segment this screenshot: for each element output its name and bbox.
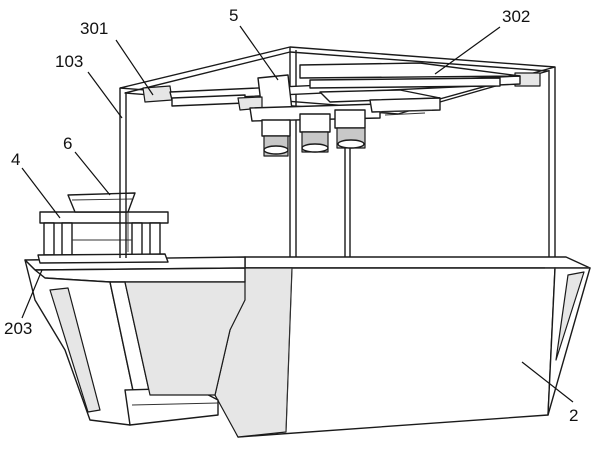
base-cabinet — [214, 256, 591, 438]
label-5: 5 — [229, 6, 238, 25]
cabinet-top-deck — [244, 256, 591, 269]
label-6: 6 — [63, 134, 72, 153]
inner-side-panel — [124, 281, 246, 396]
leader-302 — [434, 26, 501, 75]
label-2: 2 — [569, 406, 578, 425]
leader-5 — [239, 25, 279, 81]
label-301: 301 — [80, 19, 108, 38]
cylinder-2-top — [299, 113, 331, 133]
leg-slot — [49, 287, 101, 413]
leader-301 — [115, 39, 154, 96]
label-4: 4 — [11, 150, 20, 169]
leader-6 — [74, 151, 111, 196]
tray-body — [67, 192, 136, 213]
label-203: 203 — [4, 319, 32, 338]
cylinder-1-top — [261, 119, 291, 137]
table-leg-2 — [61, 222, 73, 256]
table-leg-4 — [149, 222, 161, 256]
table-leg-1 — [43, 222, 55, 256]
feed-table — [37, 211, 169, 264]
cylinder-3-top — [334, 109, 366, 129]
cabinet-right-slot — [555, 271, 585, 361]
motor-head — [237, 74, 441, 157]
left-support-structure — [24, 256, 246, 426]
label-103: 103 — [55, 52, 83, 71]
leader-4 — [21, 167, 61, 219]
cross-rail — [299, 62, 521, 79]
cross-rail-lower — [309, 77, 501, 89]
leader-2 — [521, 361, 574, 403]
table-base-plate — [37, 253, 169, 264]
reference-labels: 5 302 301 103 6 4 203 2 — [4, 6, 578, 425]
rail-assembly — [142, 62, 541, 107]
table-leg-3 — [131, 222, 143, 256]
nozzle-rail — [369, 97, 441, 113]
leader-203 — [21, 269, 43, 319]
tray — [67, 192, 136, 252]
leader-103 — [87, 71, 123, 119]
label-302: 302 — [502, 7, 530, 26]
mount-block-left — [142, 85, 173, 103]
leader-lines — [21, 25, 574, 403]
